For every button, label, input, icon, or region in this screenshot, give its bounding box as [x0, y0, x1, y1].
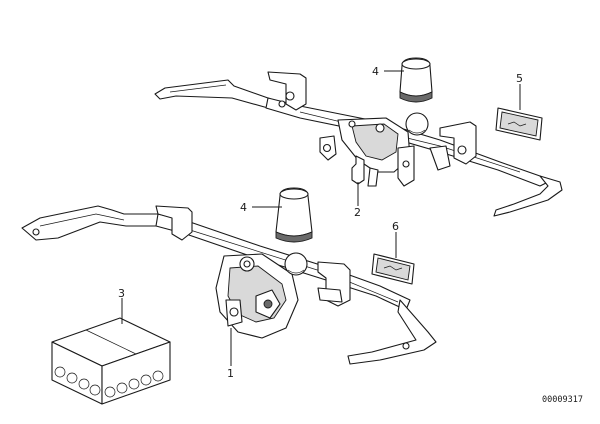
- upper-ball-cover: [399, 57, 433, 103]
- callout-3: 3: [118, 287, 125, 300]
- upper-left-bracket: [267, 71, 307, 111]
- upper-right-bracket: [439, 121, 477, 165]
- lower-tow-bar: [21, 205, 437, 365]
- lower-ball-cover: [275, 187, 313, 243]
- callout-4-lower: 4: [240, 201, 247, 214]
- callout-5: 5: [516, 72, 523, 85]
- upper-tow-bar: [154, 71, 563, 217]
- callout-2: 2: [354, 206, 361, 219]
- upper-tow-ball: [405, 112, 429, 136]
- label-plate-upper: [495, 107, 543, 141]
- label-plate-lower: [371, 253, 415, 285]
- callout-1: 1: [227, 367, 234, 380]
- upper-hook: [351, 155, 365, 185]
- lower-left-bracket: [155, 205, 193, 241]
- box-front-right: [101, 341, 171, 405]
- upper-right-arm: [493, 175, 563, 217]
- leader-lines: [121, 70, 521, 366]
- lower-tow-ball: [284, 252, 308, 276]
- parts-box: [51, 317, 171, 405]
- box-holes: [54, 366, 164, 398]
- upper-left-arm: [154, 79, 281, 109]
- image-code: 00009317: [542, 395, 583, 405]
- callout-4-upper: 4: [372, 65, 379, 78]
- lower-right-arm: [347, 299, 437, 365]
- callout-6: 6: [392, 220, 399, 233]
